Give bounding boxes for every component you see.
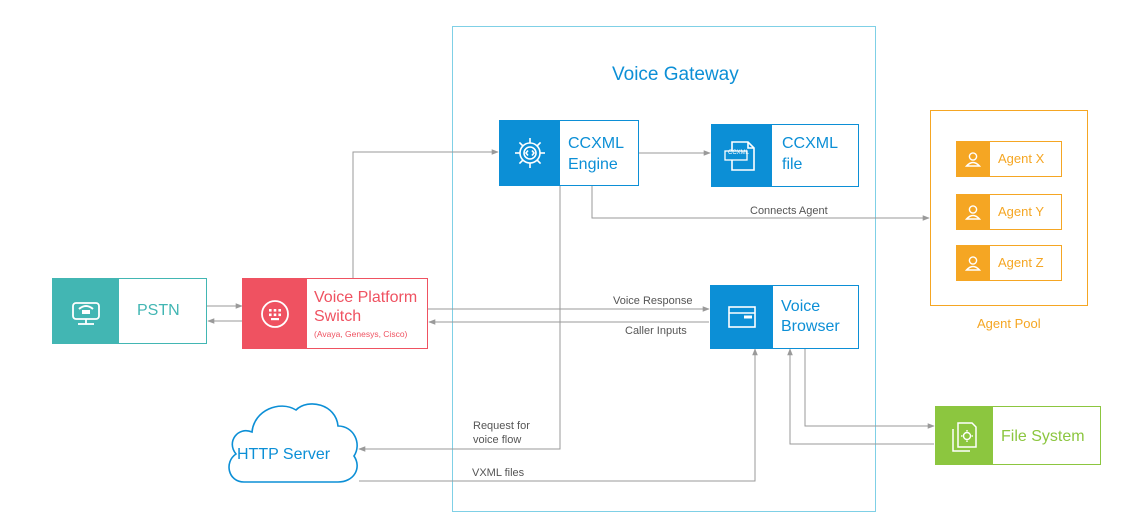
label-request-line1: Request for — [473, 420, 530, 432]
ccxml-engine-line1: CCXML — [568, 135, 625, 152]
switch-title-line2: Switch — [314, 308, 362, 325]
keypad-icon — [260, 299, 289, 328]
pstn-icon-block — [52, 278, 119, 344]
http-server-cloud[interactable] — [222, 396, 362, 488]
arrow-browser-to-filesystem — [804, 349, 935, 429]
browser-window-icon — [727, 306, 756, 328]
agent-y-icon-block — [956, 194, 990, 230]
file-system-icon-block — [935, 406, 993, 465]
ccxml-file-icon-text: CCXML — [728, 150, 750, 156]
label-request-line2: voice flow — [473, 434, 522, 446]
ccxml-file-icon-block: CCXML — [711, 124, 772, 187]
http-server-label: HTTP Server — [237, 446, 331, 463]
voice-browser-line1: Voice — [781, 298, 821, 315]
ccxml-engine-icon-block — [499, 120, 560, 186]
arrow-switch-to-ccxml — [352, 149, 499, 278]
person-icon — [964, 152, 982, 167]
file-gear-icon — [952, 421, 977, 452]
voice-gateway-title: Voice Gateway — [612, 64, 739, 85]
agent-x-label: Agent X — [998, 151, 1045, 166]
label-connects-agent: Connects Agent — [750, 205, 828, 217]
agent-pool-label: Agent Pool — [977, 316, 1041, 331]
agent-z-label: Agent Z — [998, 255, 1044, 270]
file-system-label: File System — [1001, 428, 1085, 445]
ccxml-engine-line2: Engine — [568, 156, 618, 173]
ccxml-file-line2: file — [782, 156, 803, 173]
agent-y-label: Agent Y — [998, 204, 1045, 219]
voice-gateway-frame — [452, 26, 876, 512]
switch-title-line1: Voice Platform — [314, 289, 418, 306]
arrow-engine-to-agent-pool — [591, 186, 930, 221]
gear-code-icon — [514, 138, 545, 168]
person-icon — [964, 256, 982, 271]
voice-browser-line2: Browser — [781, 318, 840, 335]
arrow-vxml-files — [359, 348, 758, 482]
arrow-filesystem-to-browser — [787, 348, 934, 445]
pstn-label: PSTN — [137, 302, 180, 319]
voice-browser-icon-block — [710, 285, 773, 349]
switch-subtitle: (Avaya, Genesys, Cisco) — [314, 329, 408, 339]
ccxml-file-line1: CCXML — [782, 135, 839, 152]
agent-x-icon-block — [956, 141, 990, 177]
arrow-request-voice-flow — [358, 186, 561, 452]
document-icon — [723, 140, 755, 171]
label-caller-inputs: Caller Inputs — [625, 325, 687, 337]
label-vxml-files: VXML files — [472, 467, 525, 479]
person-icon — [964, 205, 982, 220]
switch-icon-block — [242, 278, 307, 349]
agent-z-icon-block — [956, 245, 990, 281]
phone-icon — [71, 302, 100, 325]
label-voice-response: Voice Response — [613, 295, 693, 307]
